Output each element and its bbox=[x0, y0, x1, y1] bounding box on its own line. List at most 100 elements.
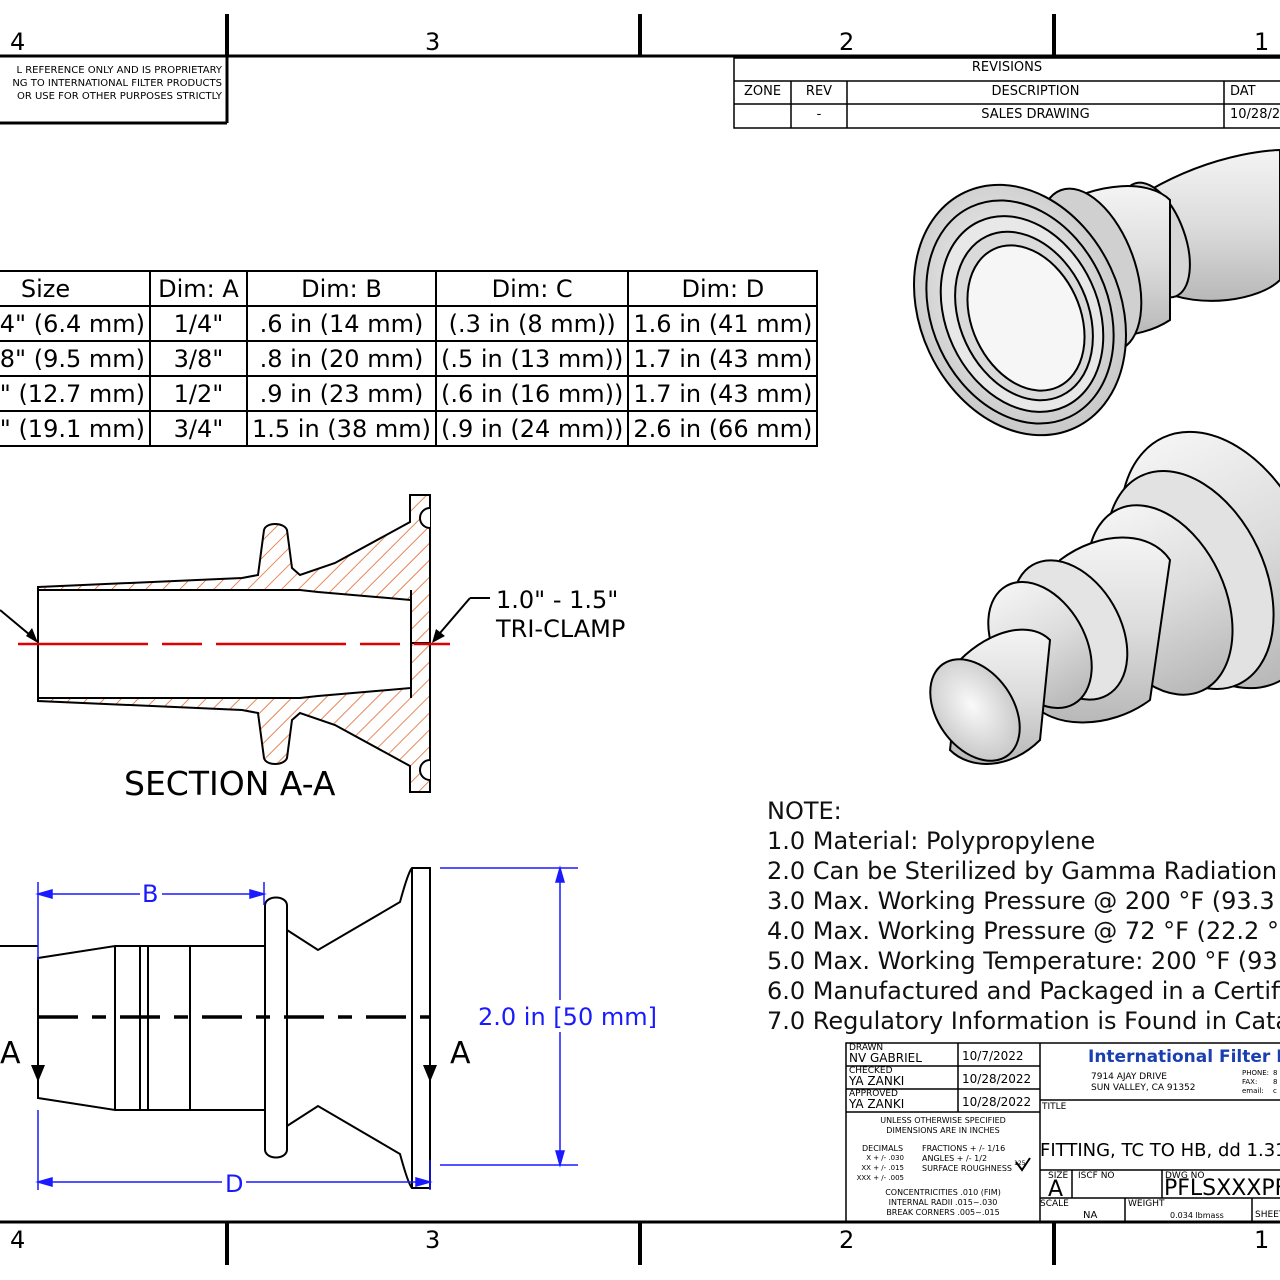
revisions-header-zone: ZONE bbox=[743, 84, 782, 99]
tolerance-fractions: FRACTIONS + /- 1/16 bbox=[922, 1144, 1006, 1153]
note-item: 5.0 Max. Working Temperature: 200 °F (93… bbox=[767, 947, 1280, 975]
isometric-views bbox=[913, 148, 1280, 765]
cell-size: 2" (12.7 mm) bbox=[0, 375, 151, 412]
company-name: International Filter Pr bbox=[1088, 1047, 1280, 1067]
cell-size: 4" (19.1 mm) bbox=[0, 410, 151, 447]
approved-name: YA ZANKI bbox=[849, 1097, 905, 1111]
dimension-table: Size Dim: A Dim: B Dim: C Dim: D /4" (6.… bbox=[0, 270, 819, 447]
revisions-rev-value: - bbox=[816, 107, 822, 122]
cut-label-left: A bbox=[0, 1036, 21, 1071]
cut-label-right: A bbox=[450, 1036, 471, 1071]
header-dim-c: Dim: C bbox=[434, 270, 630, 307]
email-value: c bbox=[1273, 1087, 1277, 1095]
notes-heading: NOTE: bbox=[767, 797, 842, 825]
roughness-value: 125 bbox=[1014, 1160, 1026, 1167]
dwg-no-label: DWG NO bbox=[1165, 1171, 1205, 1181]
fax-value: 8 bbox=[1273, 1078, 1278, 1086]
revisions-header-date: DAT bbox=[1230, 84, 1256, 99]
company-address-1: 7914 AJAY DRIVE bbox=[1091, 1072, 1167, 1082]
revisions-date-value: 10/28/2 bbox=[1230, 107, 1280, 122]
section-view bbox=[0, 494, 490, 793]
weight-label: WEIGHT bbox=[1128, 1199, 1165, 1209]
cell-dim-a: 3/4" bbox=[149, 410, 248, 447]
proprietary-line: NG TO INTERNATIONAL FILTER PRODUCTS bbox=[12, 78, 222, 89]
note-item: 3.0 Max. Working Pressure @ 200 °F (93.3… bbox=[767, 887, 1280, 915]
checked-label: CHECKED bbox=[849, 1066, 893, 1076]
header-size: Size bbox=[0, 270, 151, 307]
revisions-title: REVISIONS bbox=[971, 60, 1043, 75]
header-dim-a: Dim: A bbox=[149, 270, 248, 307]
tri-clamp-callout-label: TRI-CLAMP bbox=[496, 615, 626, 643]
note-item: 1.0 Material: Polypropylene bbox=[767, 827, 1096, 855]
size-label: SIZE bbox=[1048, 1171, 1069, 1181]
note-item: 4.0 Max. Working Pressure @ 72 °F (22.2 … bbox=[767, 917, 1280, 945]
zone-label-1-bottom: 1 bbox=[1254, 1226, 1270, 1254]
revisions-description-value: SALES DRAWING bbox=[981, 107, 1090, 122]
zone-label-3-top: 3 bbox=[425, 28, 441, 56]
cell-dim-b: 1.5 in (38 mm) bbox=[246, 410, 437, 447]
proprietary-note: L REFERENCE ONLY AND IS PROPRIETARY NG T… bbox=[0, 64, 222, 103]
tri-clamp-callout-size: 1.0" - 1.5" bbox=[496, 586, 619, 614]
tolerance-decimals: DECIMALS bbox=[862, 1144, 904, 1153]
section-title: SECTION A-A bbox=[124, 764, 336, 803]
approved-label: APPROVED bbox=[849, 1089, 898, 1099]
proprietary-line: OR USE FOR OTHER PURPOSES STRICTLY bbox=[16, 91, 222, 102]
weight-value: 0.034 lbmass bbox=[1170, 1211, 1224, 1220]
company-address-2: SUN VALLEY, CA 91352 bbox=[1091, 1083, 1196, 1093]
cell-dim-a: 1/4" bbox=[149, 305, 248, 342]
tolerance-radii: INTERNAL RADII .015~.030 bbox=[888, 1198, 998, 1207]
scale-value: NA bbox=[1083, 1210, 1098, 1221]
tolerance-roughness: SURFACE ROUGHNESS bbox=[922, 1164, 1012, 1173]
drawn-name: NV GABRIEL bbox=[849, 1051, 922, 1065]
zone-label-1-top: 1 bbox=[1254, 28, 1270, 56]
header-dim-d: Dim: D bbox=[627, 270, 819, 307]
dimension-lines bbox=[35, 865, 578, 1190]
revisions-header-rev: REV bbox=[805, 84, 833, 99]
cell-dim-d: 2.6 in (66 mm) bbox=[627, 410, 819, 447]
zone-label-2-top: 2 bbox=[839, 28, 855, 56]
tolerance-angles: ANGLES + /- 1/2 bbox=[922, 1154, 988, 1163]
sheet-label: SHEET bbox=[1255, 1210, 1280, 1220]
phone-value: 8 bbox=[1273, 1069, 1278, 1077]
note-item: 6.0 Manufactured and Packaged in a Certi… bbox=[767, 977, 1280, 1005]
cell-size: /4" (6.4 mm) bbox=[0, 305, 151, 342]
cell-dim-c: (.9 in (24 mm)) bbox=[434, 410, 630, 447]
cell-dim-a: 1/2" bbox=[149, 375, 248, 412]
dim-height-label: 2.0 in [50 mm] bbox=[478, 1003, 657, 1031]
revisions-grid bbox=[733, 57, 1280, 129]
notes-block: NOTE: 1.0 Material: Polypropylene 2.0 Ca… bbox=[767, 796, 1280, 1036]
dimension-table-header: Size Dim: A Dim: B Dim: C Dim: D bbox=[0, 270, 819, 307]
tolerance-xxx: XXX + /- .005 bbox=[856, 1174, 904, 1182]
cell-dim-b: .6 in (14 mm) bbox=[246, 305, 437, 342]
tolerance-xx: XX + /- .015 bbox=[861, 1164, 904, 1172]
tolerance-header-2: DIMENSIONS ARE IN INCHES bbox=[886, 1126, 1000, 1135]
cell-dim-d: 1.6 in (41 mm) bbox=[627, 305, 819, 342]
tolerance-concentricity: CONCENTRICITIES .010 (FIM) bbox=[885, 1188, 1001, 1197]
size-value: A bbox=[1048, 1177, 1064, 1202]
cell-dim-c: (.3 in (8 mm)) bbox=[434, 305, 630, 342]
cell-dim-c: (.6 in (16 mm)) bbox=[434, 375, 630, 412]
email-label: email: bbox=[1242, 1087, 1264, 1095]
table-row: /8" (9.5 mm) 3/8" .8 in (20 mm) (.5 in (… bbox=[0, 340, 819, 377]
phone-label: PHONE: bbox=[1242, 1069, 1270, 1077]
dim-b-label: B bbox=[142, 880, 159, 908]
proprietary-line: L REFERENCE ONLY AND IS PROPRIETARY bbox=[16, 65, 222, 76]
cell-dim-b: .8 in (20 mm) bbox=[246, 340, 437, 377]
tolerance-header-1: UNLESS OTHERWISE SPECIFIED bbox=[880, 1116, 1006, 1125]
isometric-view-upper bbox=[913, 148, 1280, 437]
drawn-date: 10/7/2022 bbox=[962, 1049, 1024, 1063]
iscf-label: ISCF NO bbox=[1078, 1171, 1115, 1181]
cell-dim-d: 1.7 in (43 mm) bbox=[627, 375, 819, 412]
drawn-label: DRAWN bbox=[849, 1043, 884, 1053]
revisions-header-description: DESCRIPTION bbox=[991, 84, 1080, 99]
checked-name: YA ZANKI bbox=[849, 1074, 905, 1088]
note-item: 7.0 Regulatory Information is Found in C… bbox=[767, 1007, 1280, 1035]
scale-label: SCALE bbox=[1040, 1199, 1069, 1209]
zone-label-4-bottom: 4 bbox=[10, 1226, 26, 1254]
dim-d-label: D bbox=[225, 1170, 244, 1198]
header-dim-b: Dim: B bbox=[246, 270, 437, 307]
cell-dim-a: 3/8" bbox=[149, 340, 248, 377]
table-row: /4" (6.4 mm) 1/4" .6 in (14 mm) (.3 in (… bbox=[0, 305, 819, 342]
side-view bbox=[0, 865, 578, 1190]
